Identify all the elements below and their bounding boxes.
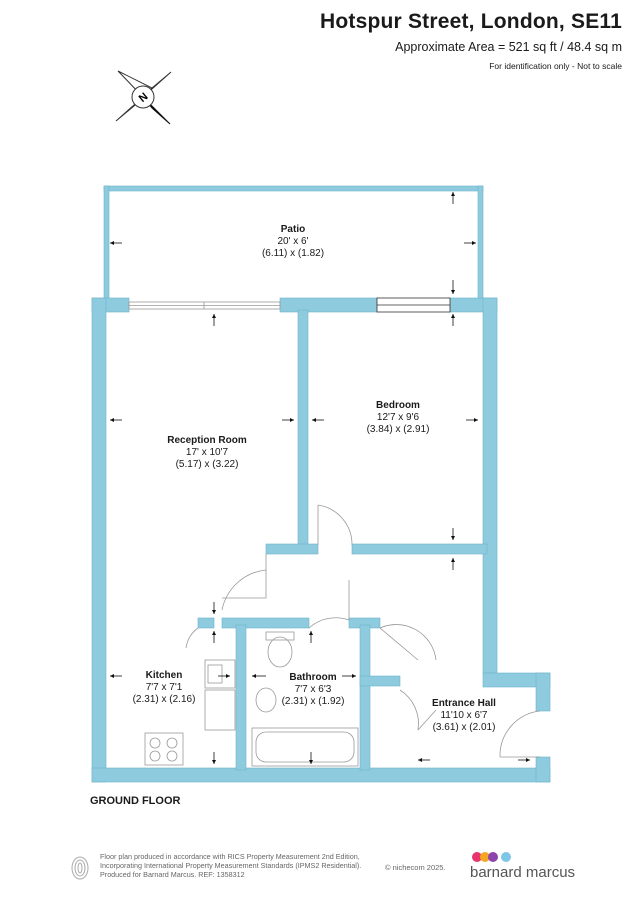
hob bbox=[144, 732, 184, 766]
reception-imperial: 17' x 10'7 bbox=[186, 447, 229, 458]
kitchen-counter bbox=[204, 689, 236, 731]
patio-name: Patio bbox=[281, 224, 305, 235]
kitchen-imperial: 7'7 x 7'1 bbox=[146, 682, 183, 693]
floor-label: GROUND FLOOR bbox=[90, 795, 181, 807]
fingerprint-icon bbox=[71, 856, 89, 880]
logo-dot bbox=[472, 852, 482, 862]
property-title: Hotspur Street, London, SE11 bbox=[320, 10, 622, 33]
reception-metric: (5.17) x (3.22) bbox=[176, 459, 239, 470]
dimension-arrows bbox=[110, 192, 530, 764]
kitchen-name: Kitchen bbox=[146, 670, 183, 681]
compass-icon: N bbox=[115, 70, 172, 125]
bedroom-name: Bedroom bbox=[376, 400, 420, 411]
toilet bbox=[267, 636, 293, 668]
walls bbox=[91, 297, 551, 783]
kitchen-metric: (2.31) x (2.16) bbox=[133, 694, 196, 705]
brand-logo-text: barnard marcus bbox=[470, 864, 576, 881]
footer-line-1: Floor plan produced in accordance with R… bbox=[100, 852, 360, 861]
identification-note: For identification only - Not to scale bbox=[489, 61, 622, 71]
door-swings bbox=[185, 504, 541, 758]
logo-dot bbox=[501, 852, 511, 862]
sink-drainer bbox=[204, 659, 236, 689]
bathtub bbox=[251, 727, 359, 767]
basin bbox=[255, 687, 277, 713]
patio-metric: (6.11) x (1.82) bbox=[262, 248, 324, 259]
bedroom-window bbox=[376, 297, 451, 313]
nichecom-credit: © nichecom 2025. bbox=[385, 863, 446, 872]
bathroom-metric: (2.31) x (1.92) bbox=[282, 696, 345, 707]
bedroom-imperial: 12'7 x 9'6 bbox=[377, 412, 420, 423]
hall-metric: (3.61) x (2.01) bbox=[433, 722, 496, 733]
hall-name: Entrance Hall bbox=[432, 698, 496, 709]
hall-imperial: 11'10 x 6'7 bbox=[440, 710, 487, 721]
patio-sliding-door bbox=[128, 301, 281, 310]
logo-dot bbox=[488, 852, 498, 862]
patio-imperial: 20' x 6' bbox=[277, 236, 308, 247]
approximate-area: Approximate Area = 521 sq ft / 48.4 sq m bbox=[395, 40, 622, 54]
bathroom-imperial: 7'7 x 6'3 bbox=[295, 684, 332, 695]
logo-dot bbox=[480, 852, 490, 862]
footer-line-3: Produced for Barnard Marcus. REF: 135831… bbox=[100, 870, 245, 880]
bedroom-metric: (3.84) x (2.91) bbox=[367, 424, 430, 435]
reception-name: Reception Room bbox=[167, 435, 247, 446]
bathroom-name: Bathroom bbox=[289, 672, 336, 683]
footer-line-2: Incorporating International Property Mea… bbox=[100, 861, 362, 871]
footer-notes: Floor plan produced in accordance with R… bbox=[100, 852, 361, 880]
fixtures bbox=[144, 631, 359, 767]
